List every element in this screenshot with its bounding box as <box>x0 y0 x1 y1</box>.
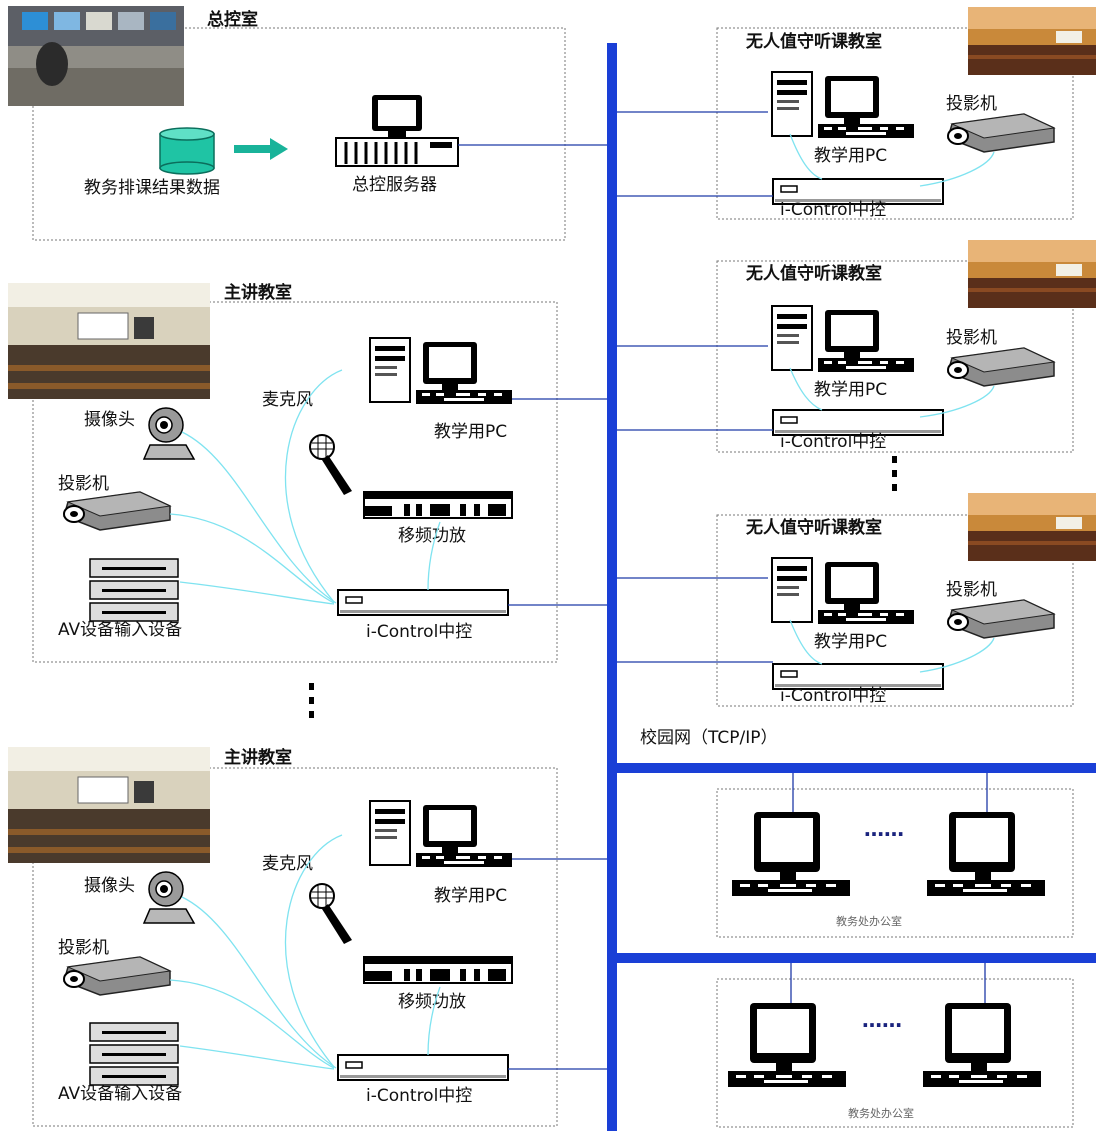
office-label: 教务处办公室 <box>848 1106 914 1120</box>
office-branch-2 <box>617 953 1096 963</box>
microphone-label: 麦克风 <box>262 854 313 874</box>
av-input-device-icon <box>89 558 179 622</box>
office-1: …… 教务处办公室 <box>716 773 1074 938</box>
control-room: 总控室 教务排课结果数据 总控服务器 <box>8 6 607 241</box>
listening-classroom-2: 无人值守听课教室 教学用PC 投影机 i-Control中控 <box>617 240 1096 453</box>
projector-label: 投影机 <box>946 580 997 600</box>
workstation-icon <box>927 812 1045 896</box>
microphone-label: 麦克风 <box>262 390 313 410</box>
workstation-icon <box>728 1003 846 1087</box>
listening-classroom-title: 无人值守听课教室 <box>745 263 882 284</box>
projector-icon <box>63 956 171 996</box>
camera-icon <box>143 871 195 924</box>
projector-label: 投影机 <box>58 938 109 958</box>
teaching-pc-label: 教学用PC <box>814 380 887 400</box>
projector-icon <box>947 599 1055 639</box>
listening-classroom-title: 无人值守听课教室 <box>745 31 882 52</box>
teaching-pc-label: 教学用PC <box>814 146 887 166</box>
more-listening-classrooms-dots <box>892 456 897 491</box>
main-classroom-2: 主讲教室 教学用PC 麦克风 摄像头 投影机 移频功放 AV设备输入设备 i-C… <box>7 746 607 1127</box>
amplifier-icon <box>363 956 513 984</box>
projector-icon <box>63 491 171 531</box>
listening-classroom-1: 无人值守听课教室 教学用PC 投影机 i-Control中控 <box>617 7 1096 220</box>
projector-label: 投影机 <box>946 94 997 114</box>
camera-icon <box>143 407 195 460</box>
teaching-pc-icon <box>771 71 915 139</box>
campus-network-label: 校园网（TCP/IP） <box>640 728 778 748</box>
i-control-label: i-Control中控 <box>366 1086 472 1106</box>
projector-icon <box>947 347 1055 387</box>
i-control-icon <box>337 589 509 616</box>
teaching-pc-icon <box>771 557 915 625</box>
teaching-pc-label: 教学用PC <box>434 422 507 442</box>
av-input-label: AV设备输入设备 <box>58 620 182 640</box>
database-label: 教务排课结果数据 <box>84 178 220 198</box>
office-ellipsis: …… <box>864 817 904 841</box>
office-2: …… 教务处办公室 <box>716 963 1074 1128</box>
i-control-label: i-Control中控 <box>366 622 472 642</box>
teaching-pc-icon <box>369 337 513 405</box>
i-control-label: i-Control中控 <box>780 686 886 706</box>
office-branch-1 <box>617 763 1096 773</box>
amplifier-label: 移频功放 <box>398 526 466 546</box>
teaching-pc-icon <box>369 800 513 868</box>
main-classroom-title: 主讲教室 <box>224 282 292 303</box>
microphone-icon <box>309 434 353 496</box>
i-control-label: i-Control中控 <box>780 432 886 452</box>
main-classroom-title: 主讲教室 <box>224 747 292 768</box>
workstation-icon <box>732 812 850 896</box>
amplifier-icon <box>363 491 513 519</box>
i-control-label: i-Control中控 <box>780 200 886 220</box>
control-server-icon <box>335 95 459 167</box>
teaching-pc-label: 教学用PC <box>434 886 507 906</box>
database-icon <box>159 127 215 175</box>
microphone-icon <box>309 883 353 945</box>
listening-classroom-3: 无人值守听课教室 教学用PC 投影机 i-Control中控 <box>617 493 1096 707</box>
projector-label: 投影机 <box>946 328 997 348</box>
control-room-title: 总控室 <box>207 9 258 30</box>
av-input-label: AV设备输入设备 <box>58 1084 182 1104</box>
office-ellipsis: …… <box>862 1008 902 1032</box>
projector-icon <box>947 113 1055 153</box>
amplifier-label: 移频功放 <box>398 992 466 1012</box>
workstation-icon <box>923 1003 1041 1087</box>
camera-label: 摄像头 <box>84 410 135 430</box>
teaching-pc-icon <box>771 305 915 373</box>
campus-network-backbone <box>607 43 617 1131</box>
camera-label: 摄像头 <box>84 876 135 896</box>
main-classroom-1: 主讲教室 教学用PC 麦克风 摄像头 投影机 移频功放 AV设备输入设备 i-C… <box>7 282 607 663</box>
office-label: 教务处办公室 <box>836 914 902 928</box>
arrow-icon <box>234 138 288 160</box>
listening-classroom-title: 无人值守听课教室 <box>745 517 882 538</box>
projector-label: 投影机 <box>58 474 109 494</box>
av-input-device-icon <box>89 1022 179 1086</box>
more-classrooms-dots <box>309 683 314 718</box>
teaching-pc-label: 教学用PC <box>814 632 887 652</box>
control-server-label: 总控服务器 <box>352 175 437 195</box>
i-control-icon <box>337 1054 509 1081</box>
